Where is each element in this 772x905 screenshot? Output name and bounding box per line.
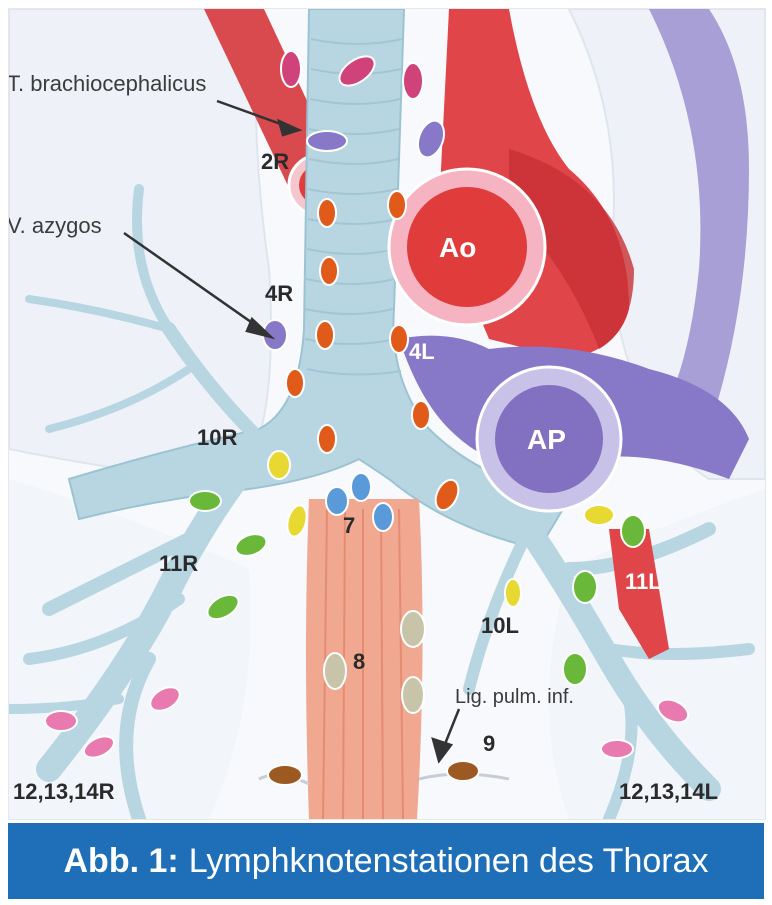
aorta-lumen (407, 187, 527, 307)
lymph-nodes-blue (325, 472, 394, 532)
lymph-nodes-brown (267, 760, 480, 786)
label-ao: Ao (439, 232, 476, 263)
label-ap: AP (527, 424, 566, 455)
label-station-12-14r: 12,13,14R (13, 779, 115, 804)
label-station-7: 7 (343, 513, 355, 538)
label-station-2r: 2R (261, 149, 289, 174)
left-lower-artery (609, 529, 669, 659)
esophagus (306, 499, 423, 819)
lymph-nodes-grey (323, 610, 426, 714)
label-azygos: V. azygos (9, 213, 102, 238)
right-bronchial-tree (9, 184, 272, 819)
label-lig-pulm-inf: Lig. pulm. inf. (455, 686, 574, 708)
trachea (67, 9, 571, 551)
lymph-nodes-orange (285, 190, 460, 512)
aortic-arch-shade (509, 149, 634, 349)
figure-caption: Abb. 1: Lymphknotenstationen des Thorax (8, 823, 764, 899)
label-station-11r: 11R (159, 551, 198, 576)
lymph-nodes-light-pink (44, 686, 690, 759)
label-brachiocephalicus: T. brachiocephalicus (9, 71, 206, 96)
label-station-10l: 10L (481, 613, 519, 638)
pulmonary-artery-lumen (495, 385, 603, 493)
label-station-8: 8 (353, 649, 365, 674)
lymph-nodes-pink (280, 50, 424, 100)
label-station-9: 9 (483, 731, 495, 756)
label-arrows (123, 99, 461, 764)
lymph-nodes-violet (262, 119, 446, 351)
lymph-nodes-green (188, 490, 646, 686)
lymph-nodes-yellow (267, 450, 615, 608)
caption-prefix: Abb. 1: (63, 841, 179, 880)
label-station-11l: 11L (625, 569, 662, 594)
caption-text: Lymphknotenstationen des Thorax (188, 841, 709, 880)
label-station-4r: 4R (265, 281, 293, 306)
label-station-10r: 10R (197, 425, 237, 450)
pulmonary-vein-left (649, 9, 749, 429)
label-station-12-14l: 12,13,14L (619, 779, 718, 804)
label-station-4l: 4L (409, 339, 435, 364)
trachea-rings (304, 38, 403, 376)
thorax-lymph-node-illustration: T. brachiocephalicus V. azygos Lig. pulm… (8, 8, 766, 820)
